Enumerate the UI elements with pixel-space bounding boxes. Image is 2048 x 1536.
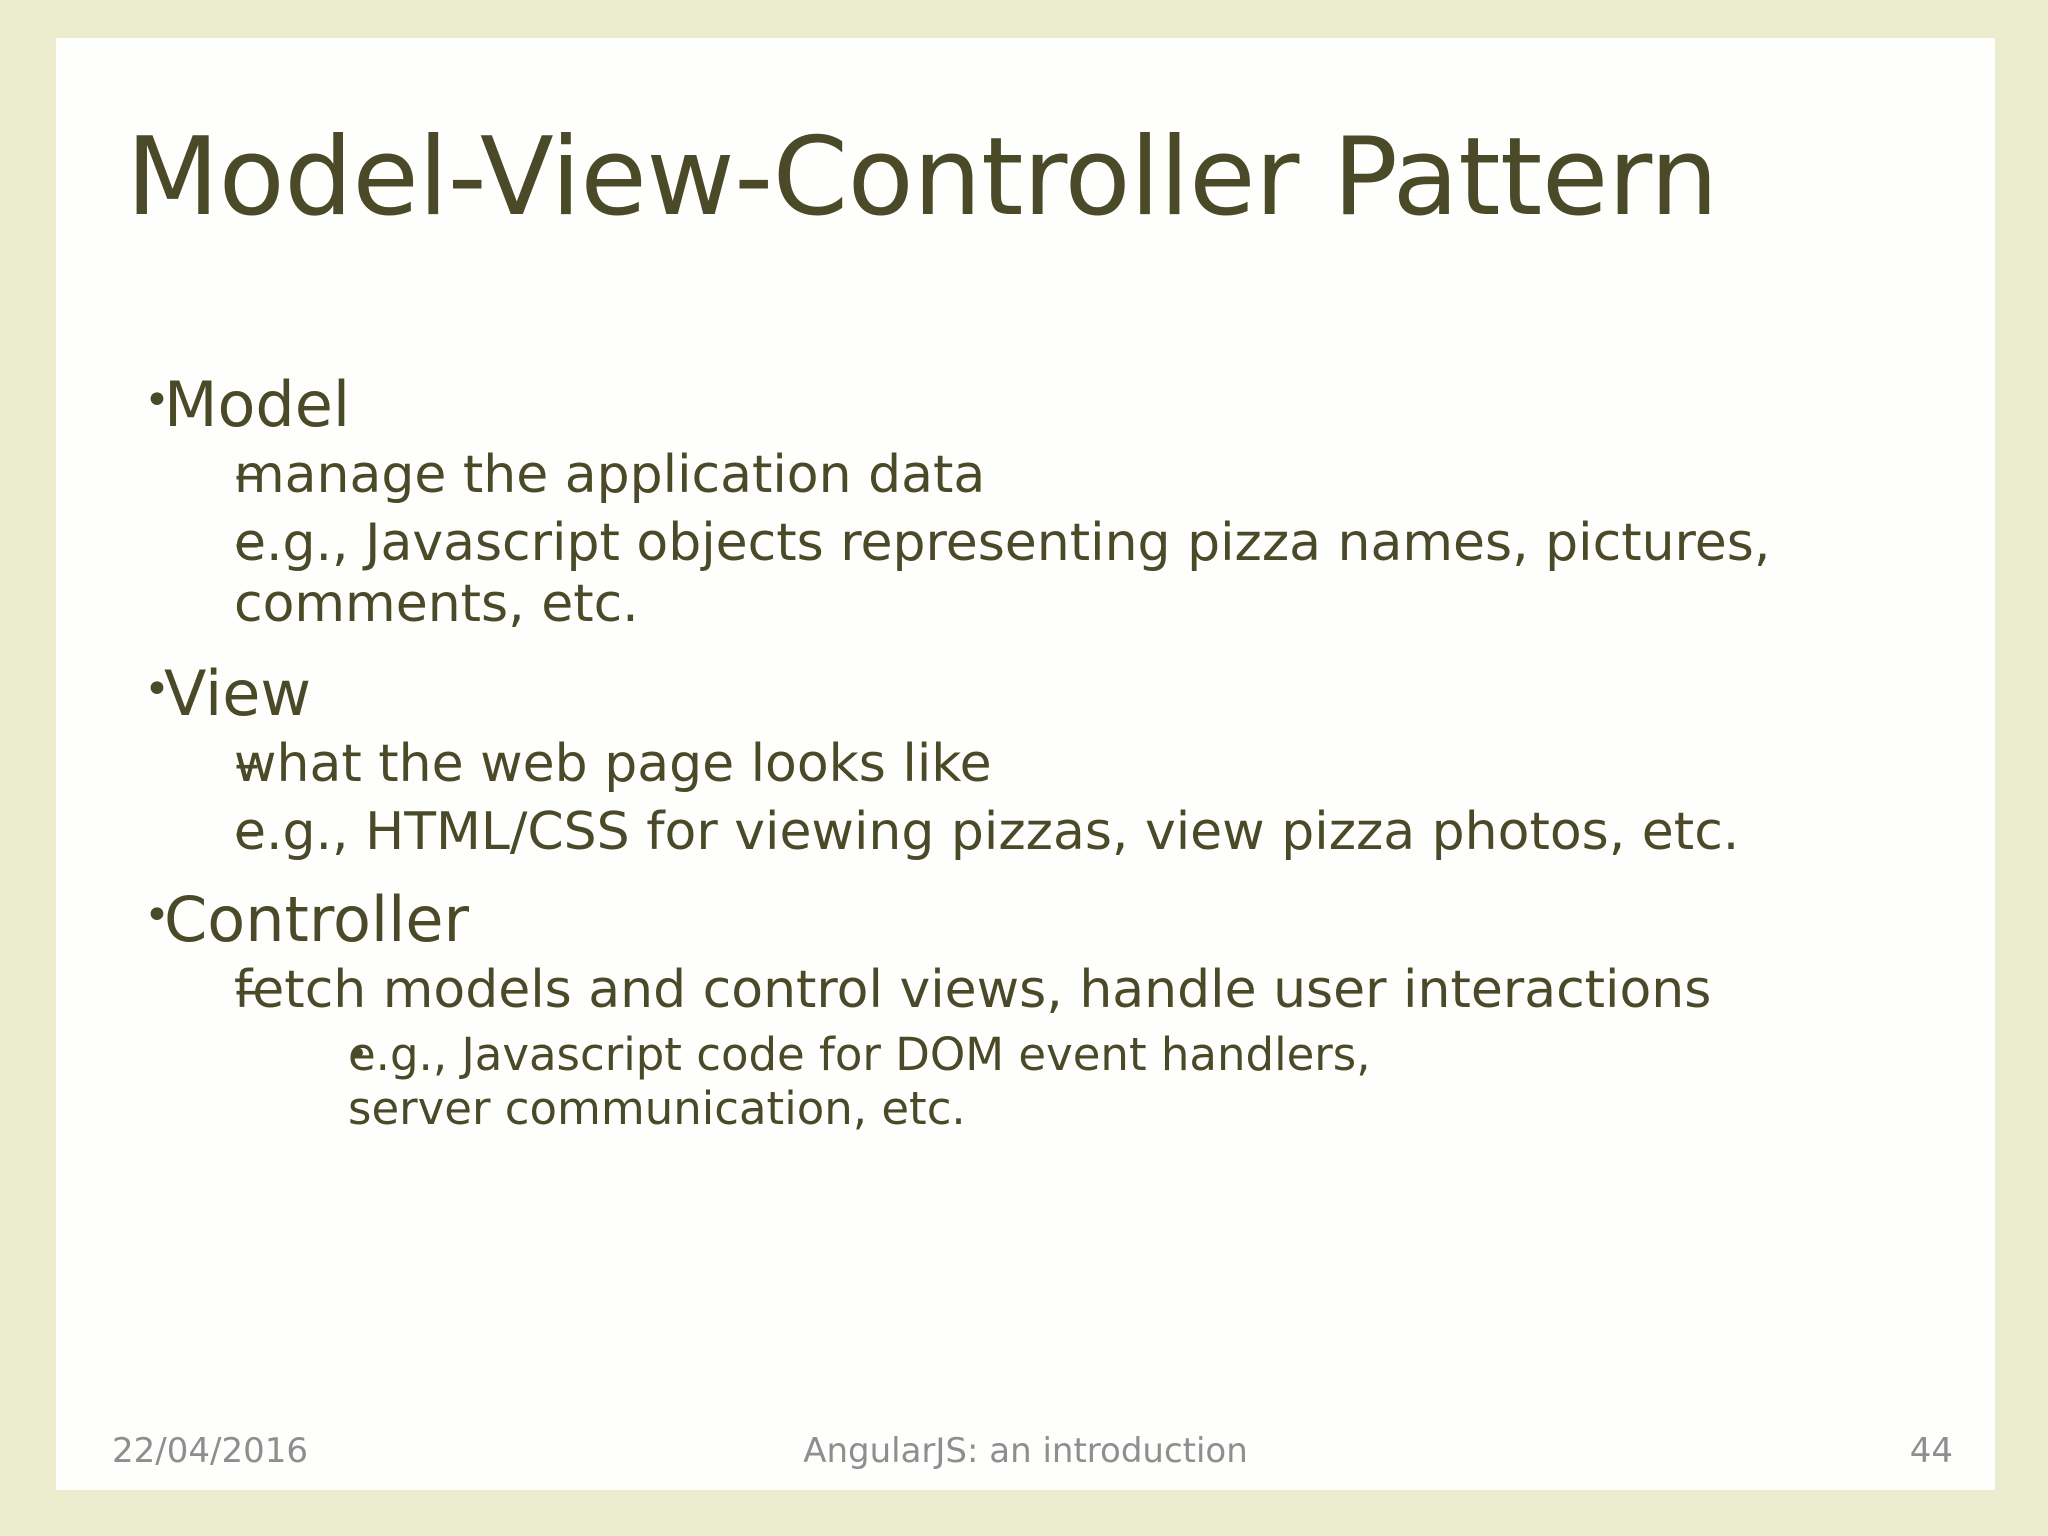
- footer-page-number: 44: [1909, 1431, 1953, 1471]
- list-item: • Controller: [100, 883, 1970, 956]
- list-item-label: manage the application data: [234, 445, 986, 506]
- list-item-label: e.g., HTML/CSS for viewing pizzas, view …: [234, 801, 1740, 862]
- slide-content-panel: Model-View-Controller Pattern • Model – …: [56, 38, 1995, 1490]
- bullet-marker-dash: –: [234, 801, 260, 862]
- spacer: [100, 641, 1970, 657]
- list-item-label: e.g., Javascript code for DOM event hand…: [348, 1027, 1371, 1135]
- bullet-marker-dash: –: [234, 445, 260, 506]
- list-item-label: fetch models and control views, handle u…: [234, 960, 1712, 1021]
- list-item: – manage the application data: [100, 445, 1970, 506]
- bullet-marker-dot: •: [348, 1033, 369, 1074]
- slide-footer: 22/04/2016 AngularJS: an introduction 44: [56, 1412, 1995, 1490]
- page-title: Model-View-Controller Pattern: [126, 115, 1718, 240]
- bullet-marker-dot: •: [144, 890, 170, 942]
- list-item-label: Controller: [164, 883, 469, 957]
- footer-deck-title: AngularJS: an introduction: [803, 1431, 1248, 1471]
- bullet-marker-dash: –: [234, 734, 260, 795]
- list-item: – e.g., Javascript objects representing …: [100, 513, 1970, 636]
- spacer: [100, 869, 1970, 883]
- list-item: • Model: [100, 368, 1970, 441]
- list-item-label: what the web page looks like: [234, 734, 992, 795]
- list-item: – fetch models and control views, handle…: [100, 960, 1970, 1021]
- list-item-label: Model: [164, 368, 351, 441]
- bullet-list: • Model – manage the application data – …: [100, 368, 1970, 1138]
- list-item: – what the web page looks like: [100, 734, 1970, 795]
- bullet-marker-dash: –: [234, 960, 260, 1021]
- footer-date: 22/04/2016: [112, 1431, 308, 1471]
- bullet-marker-dot: •: [144, 664, 170, 716]
- list-item: – e.g., HTML/CSS for viewing pizzas, vie…: [100, 802, 1970, 863]
- list-item-label: View: [164, 657, 312, 731]
- list-item-label: e.g., Javascript objects representing pi…: [234, 512, 1771, 634]
- list-item: • e.g., Javascript code for DOM event ha…: [100, 1028, 1970, 1136]
- list-item: • View: [100, 657, 1970, 730]
- bullet-marker-dash: –: [234, 512, 260, 573]
- bullet-marker-dot: •: [144, 375, 170, 426]
